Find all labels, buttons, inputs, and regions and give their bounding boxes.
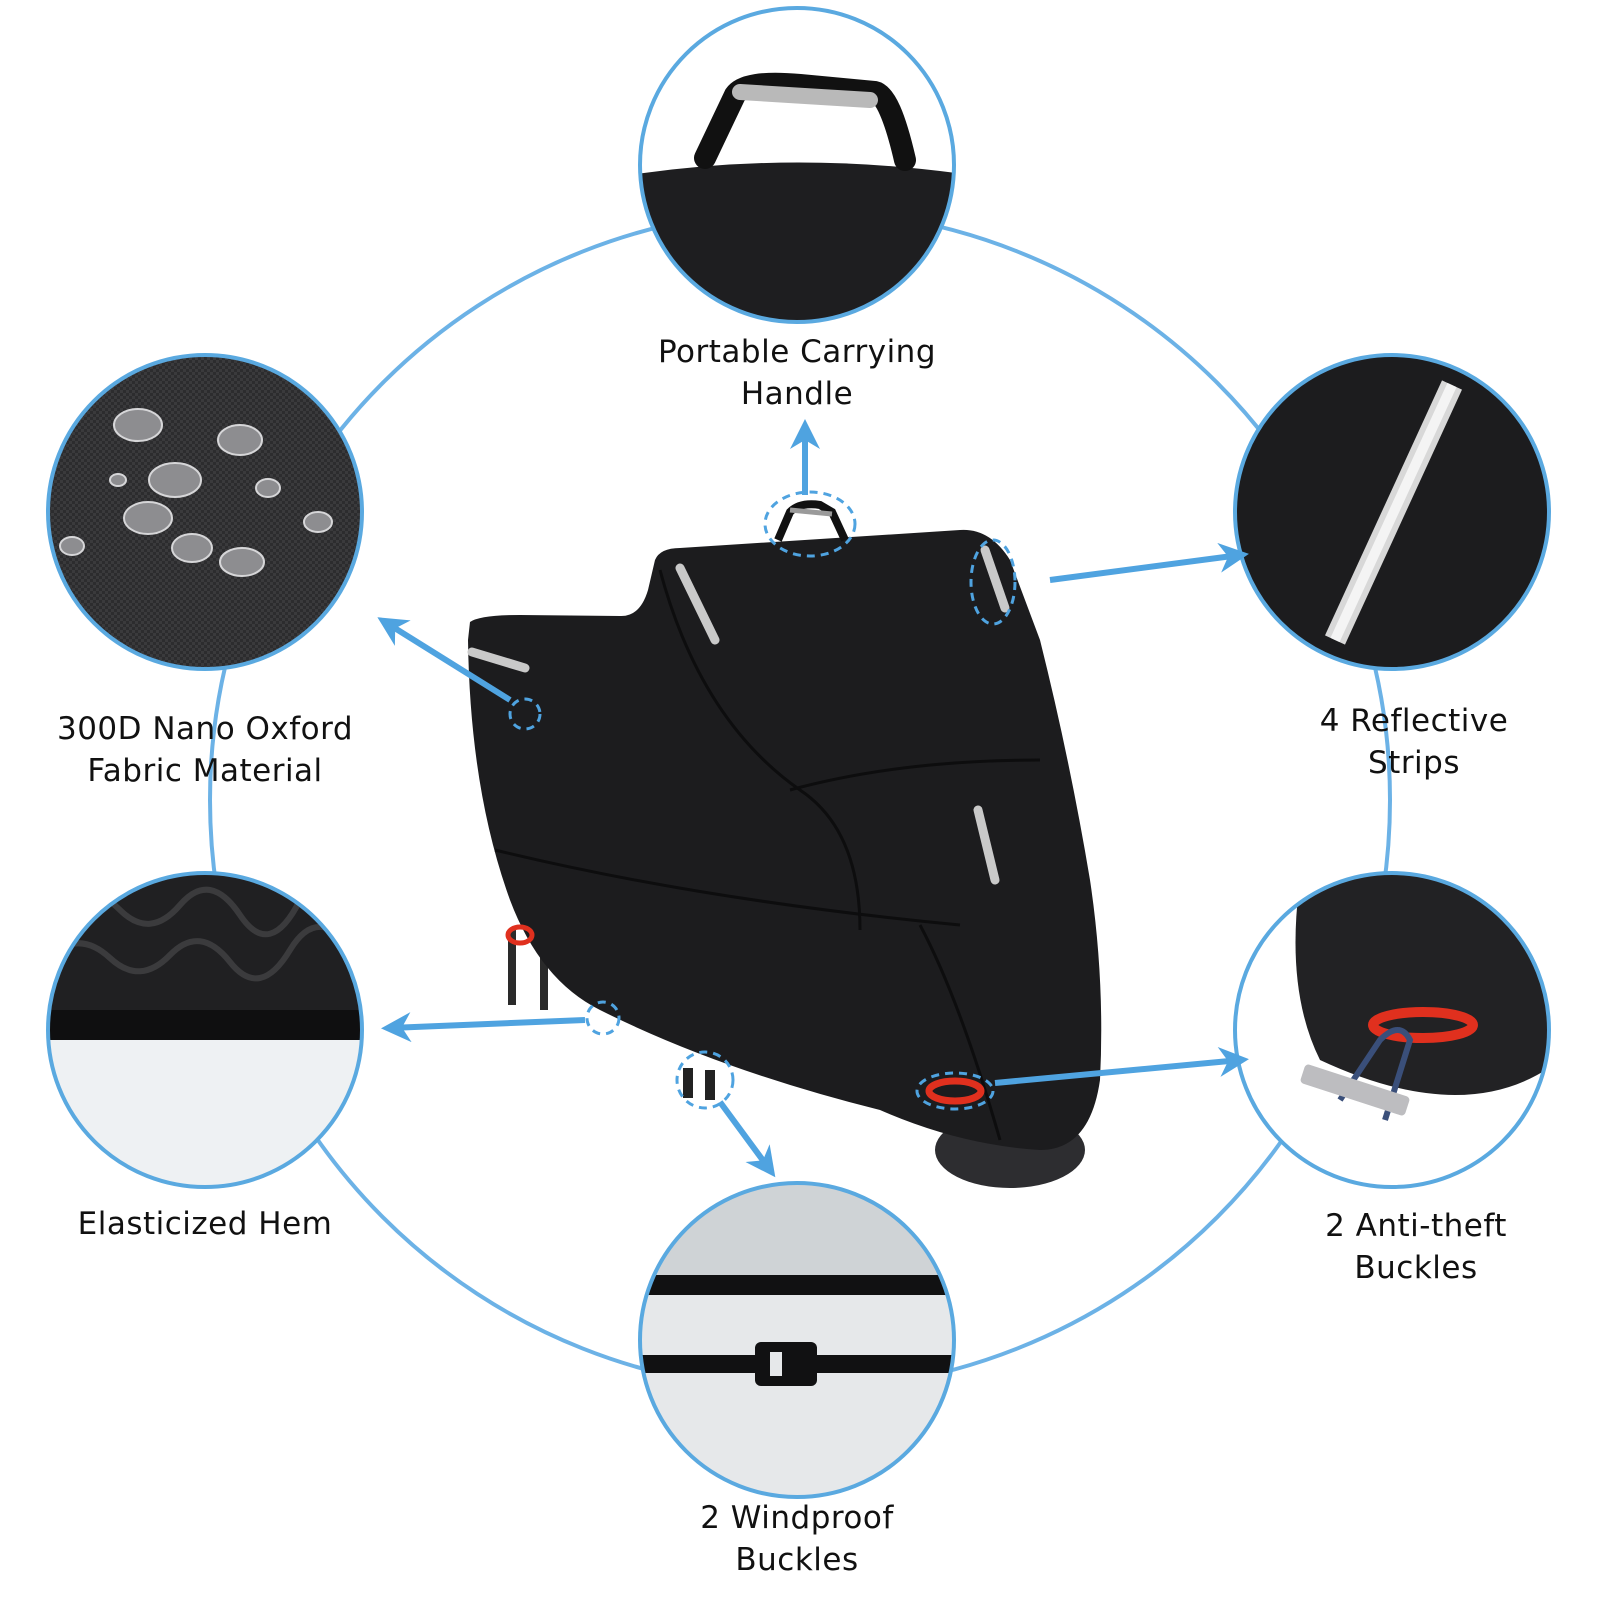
feature-label-line: Handle: [740, 376, 854, 412]
arrow-hem: [381, 1012, 586, 1043]
feature-label-line: Buckles: [735, 1542, 859, 1578]
marker-windproof: [675, 1050, 735, 1110]
feature-label-antitheft: 2 Anti-theft Buckles: [1216, 1205, 1600, 1289]
marker-handle: [763, 490, 857, 558]
arrow-antitheft: [994, 1047, 1249, 1086]
callout-markers: [508, 490, 1017, 1111]
motorcycle-cover: [467, 500, 1102, 1188]
handle-detail-circle: [638, 6, 956, 324]
feature-label-line: 2 Windproof: [700, 1500, 894, 1536]
arrow-windproof: [717, 1100, 776, 1178]
feature-label-line: Portable Carrying: [657, 334, 937, 370]
fabric-detail-circle: [46, 353, 364, 671]
feature-label-line: 2 Anti-theft: [1325, 1208, 1507, 1244]
feature-label-hem: Elasticized Hem: [5, 1203, 405, 1245]
reflective-detail-circle: [1233, 353, 1551, 671]
feature-label-line: Buckles: [1354, 1250, 1478, 1286]
feature-label-handle: Portable Carrying Handle: [597, 331, 997, 415]
windproof-detail-circle: [638, 1181, 956, 1499]
antitheft-detail-circle: [1233, 871, 1551, 1189]
feature-label-windproof: 2 Windproof Buckles: [597, 1497, 997, 1581]
arrow-fabric: [377, 617, 512, 703]
callout-arrows: [377, 419, 1249, 1178]
feature-label-line: Elasticized Hem: [77, 1206, 333, 1242]
marker-fabric: [508, 697, 542, 731]
marker-reflective: [969, 538, 1017, 626]
feature-label-reflective: 4 Reflective Strips: [1214, 700, 1600, 784]
feature-label-line: 300D Nano Oxford: [56, 711, 354, 747]
marker-hem: [585, 1000, 621, 1036]
feature-label-line: Fabric Material: [87, 753, 323, 789]
feature-label-fabric: 300D Nano Oxford Fabric Material: [5, 708, 405, 792]
arrow-reflective: [1049, 542, 1249, 583]
feature-label-line: Strips: [1367, 745, 1461, 781]
feature-label-line: 4 Reflective: [1319, 703, 1509, 739]
marker-antitheft: [915, 1071, 995, 1111]
